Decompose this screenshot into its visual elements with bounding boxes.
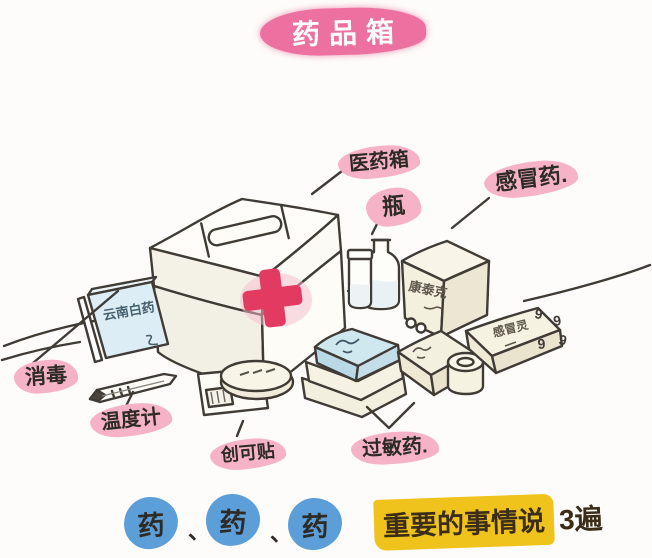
pointer-allergy <box>365 401 416 430</box>
svg-text:9: 9 <box>557 331 568 348</box>
red-cross-icon <box>242 268 303 328</box>
pill-separator-2: 、 <box>270 521 293 546</box>
pointer-cold <box>450 196 491 230</box>
stack-scribble <box>335 338 360 354</box>
medicine-packet: 云南白药 <box>76 275 170 364</box>
pointer-disinfect <box>31 289 120 365</box>
svg-text:9: 9 <box>537 335 546 352</box>
nine-marks: 9 9 9 9 <box>533 305 568 352</box>
tall-medicine-box: 康泰克 <box>400 239 491 339</box>
pointer-bandaid <box>235 419 245 438</box>
blister-stack <box>300 327 408 419</box>
box-handle <box>200 203 290 258</box>
flat-medicine-box: 感冒灵 <box>464 306 564 375</box>
medicine-bottles <box>346 238 401 311</box>
pointer-lines <box>31 169 491 438</box>
pointer-kit <box>310 169 344 196</box>
bandage-roll <box>446 351 485 396</box>
pill-separator-1: 、 <box>188 519 211 544</box>
page-title: 药品箱 <box>259 5 427 58</box>
svg-text:9: 9 <box>533 305 544 322</box>
bandaid-tin <box>219 359 295 401</box>
slogan-highlighted-text: 重要的事情说 <box>373 493 555 551</box>
slogan-suffix: 3遍 <box>558 503 604 536</box>
svg-text:9: 9 <box>552 312 562 329</box>
loose-pills <box>405 317 427 334</box>
thermometer <box>88 372 178 404</box>
tilted-box-scribble <box>412 346 432 359</box>
